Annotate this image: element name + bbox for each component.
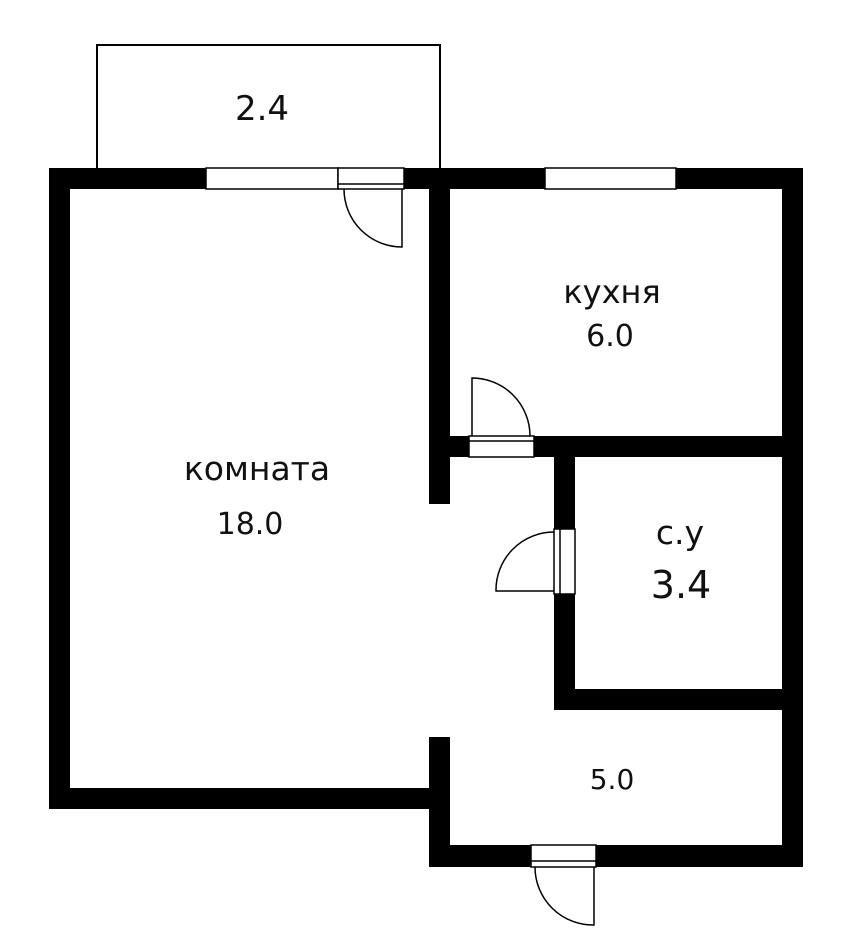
kitchen-area: 6.0 — [586, 319, 634, 354]
wall-left — [49, 168, 70, 809]
hall-area: 5.0 — [589, 763, 635, 796]
wall-bathroom-bottom — [554, 689, 803, 710]
door-bathroom[interactable] — [495, 528, 576, 595]
living-room-area: 18.0 — [216, 507, 284, 542]
wall-middle — [429, 168, 450, 504]
door-balcony[interactable] — [337, 167, 405, 248]
wall-living-bottom — [49, 788, 450, 809]
wall-hall-left — [429, 737, 450, 867]
wall-right — [782, 168, 803, 867]
bathroom-name: с.у — [655, 513, 705, 552]
window-living — [205, 167, 339, 190]
kitchen-name: кухня — [563, 273, 661, 311]
living-room-name: комната — [183, 449, 331, 488]
wall-top — [49, 168, 803, 189]
door-entrance[interactable] — [530, 844, 597, 926]
wall-hall-bottom — [429, 845, 803, 867]
bathroom-area: 3.4 — [650, 563, 712, 607]
door-kitchen[interactable] — [468, 377, 535, 458]
balcony-area: 2.4 — [234, 89, 290, 129]
window-kitchen — [544, 167, 677, 190]
